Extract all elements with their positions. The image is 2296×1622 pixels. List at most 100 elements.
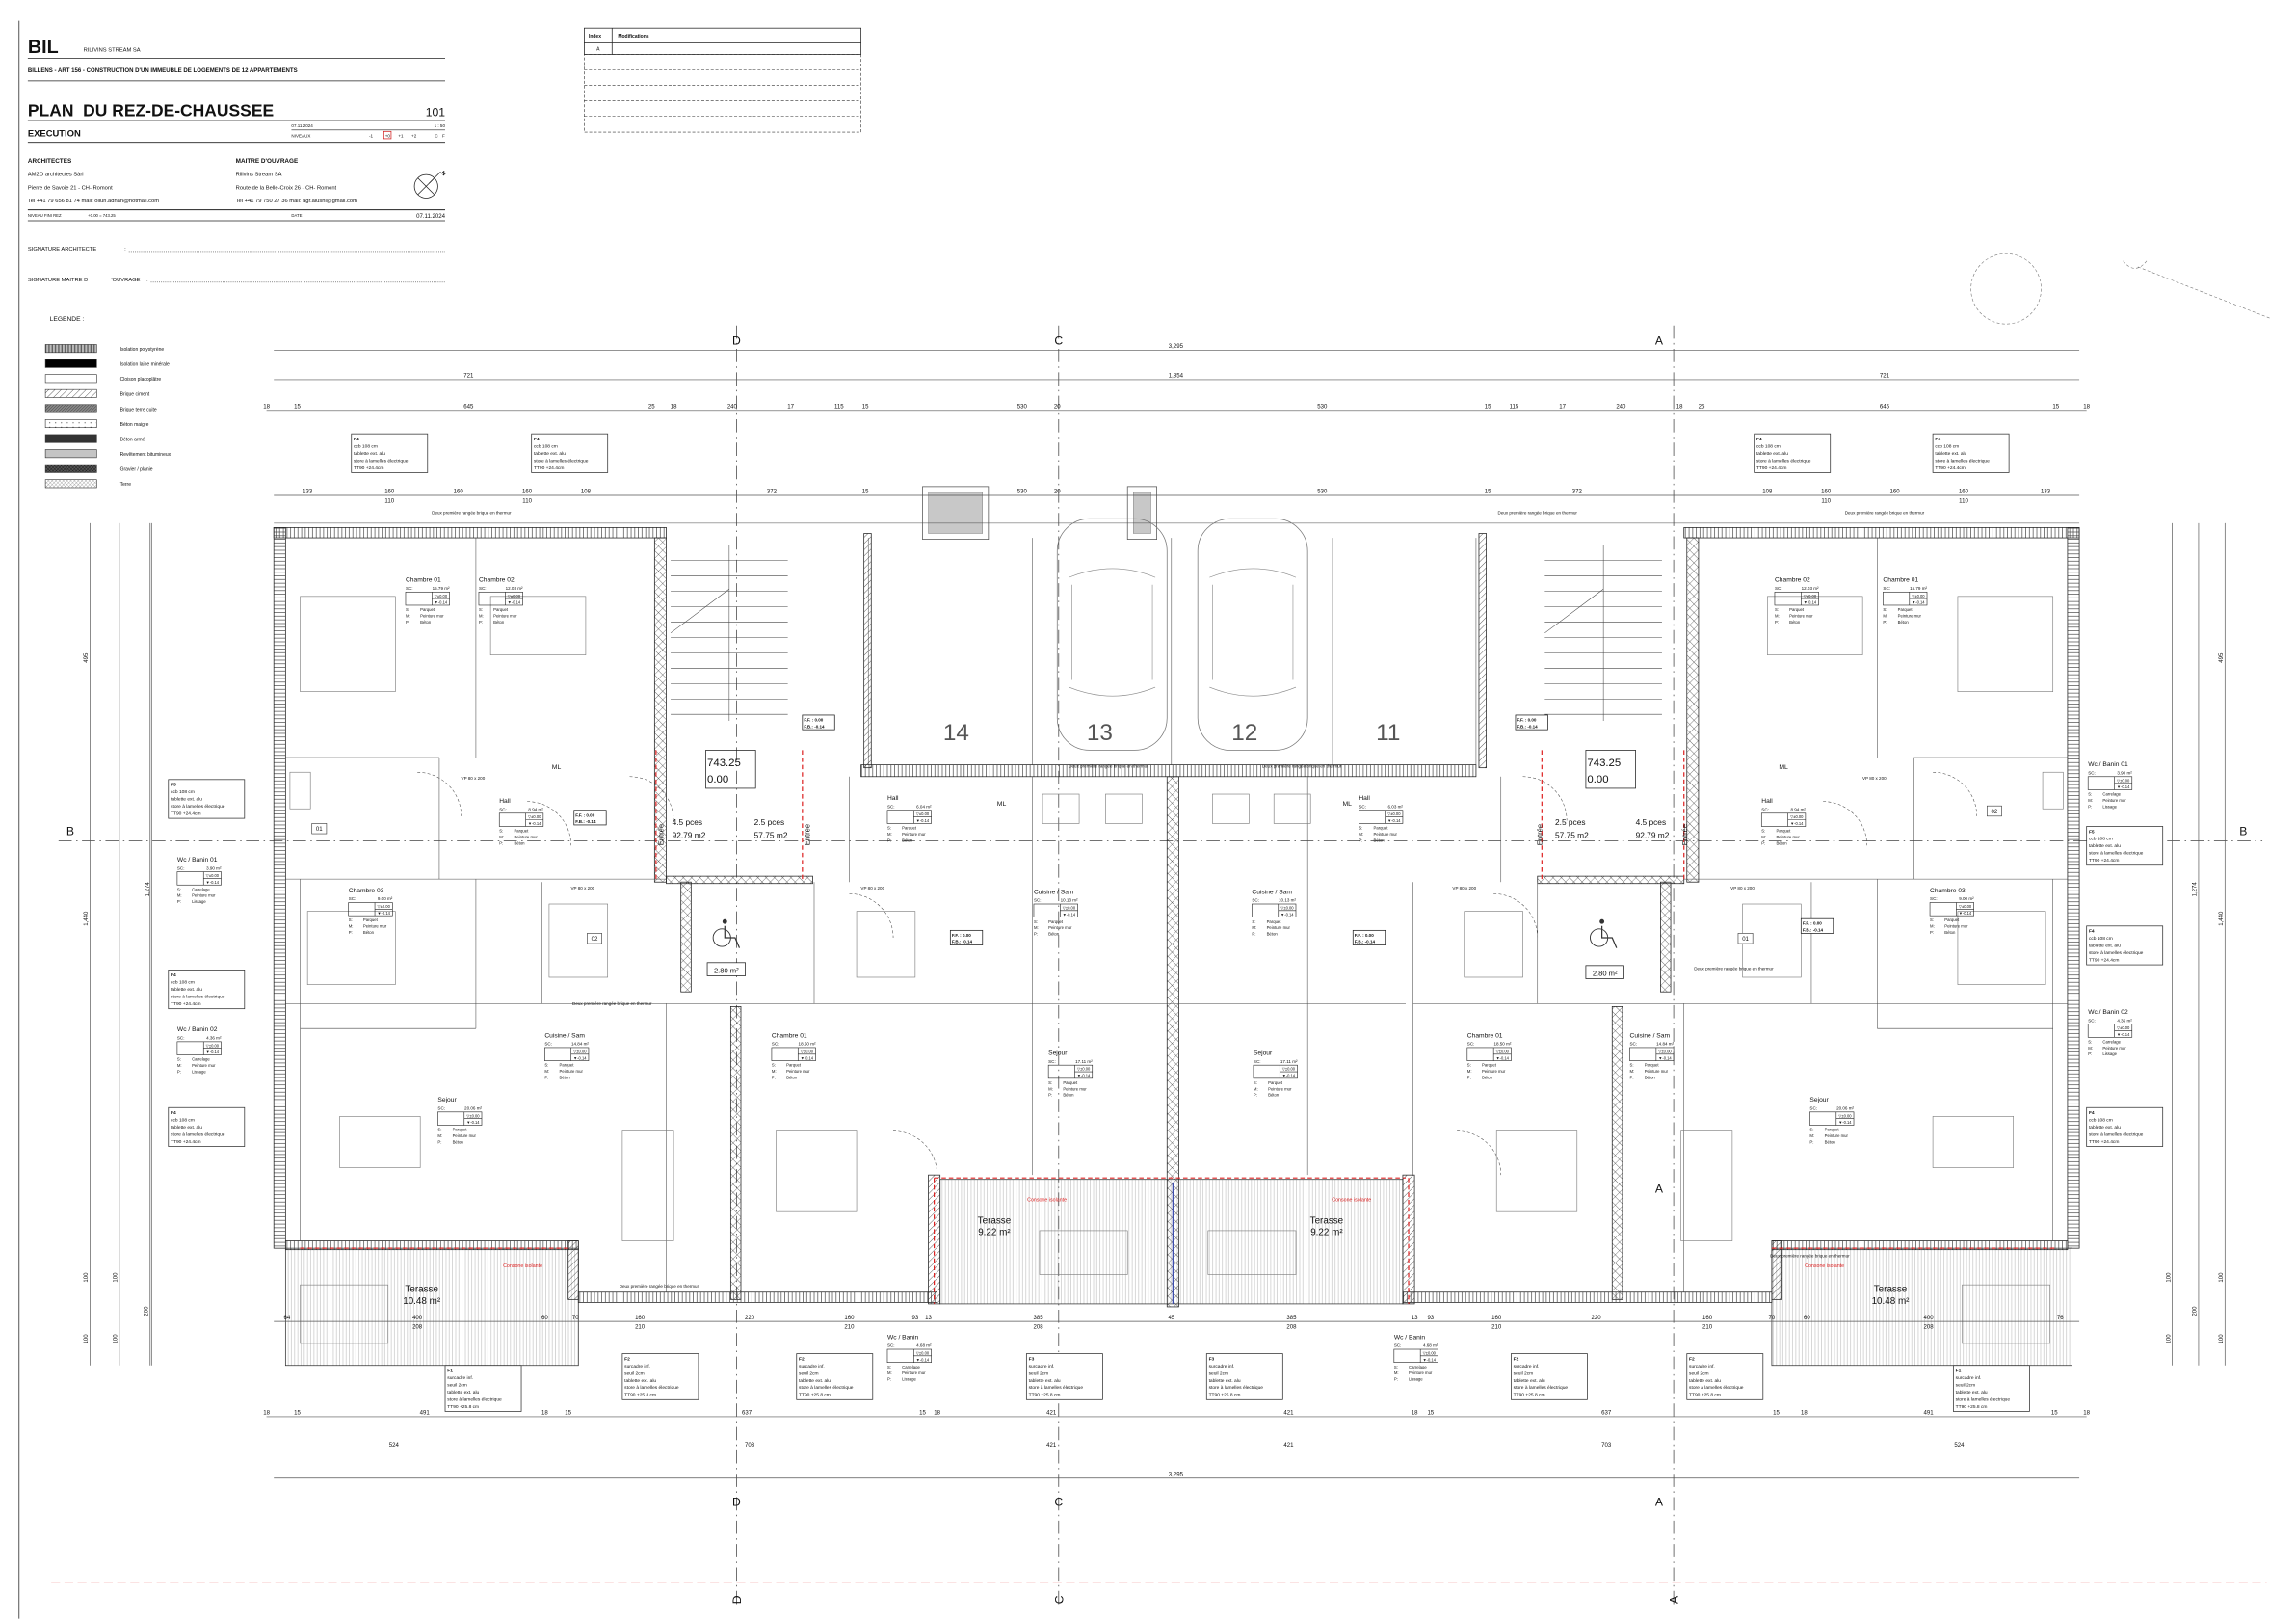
dimension-label: 160 bbox=[635, 1316, 646, 1321]
finish-value: Lissage bbox=[902, 1377, 916, 1382]
dimension-label: 20 bbox=[1054, 490, 1061, 495]
finish-value: Béton bbox=[420, 620, 432, 625]
window-type: F5 bbox=[171, 783, 176, 788]
terrace-area: 10.48 m² bbox=[403, 1296, 441, 1307]
dimension-label: 100 bbox=[2166, 1272, 2172, 1283]
window-spec: ccb 108 cm bbox=[2089, 936, 2113, 942]
furniture-item bbox=[1957, 911, 2046, 985]
finish-value: Béton bbox=[1268, 1093, 1280, 1098]
furniture-item bbox=[300, 596, 396, 692]
dimension-label: 530 bbox=[1017, 405, 1028, 411]
level-option[interactable]: +1 bbox=[398, 133, 404, 138]
finish-key: M: bbox=[1809, 1133, 1814, 1138]
axis-label-C: C bbox=[1052, 1595, 1066, 1604]
room-level-bottom: ▼-0.14 bbox=[206, 880, 220, 885]
floor-base: F.B.: -0.14 bbox=[952, 940, 973, 944]
axis-label-A: A bbox=[1655, 333, 1664, 347]
level-option[interactable]: +2 bbox=[411, 133, 417, 138]
room-level-bottom: ▼-0.14 bbox=[1790, 821, 1804, 826]
legend-label: Terre bbox=[120, 482, 132, 488]
window-tag-box bbox=[1932, 433, 2010, 473]
finish-value: Carrelage bbox=[2102, 1039, 2121, 1044]
legend-item: Cloison placoplâtre bbox=[44, 374, 161, 384]
door-swing bbox=[1823, 801, 1867, 846]
finish-key: M: bbox=[1359, 832, 1363, 837]
level-value: 0.00 bbox=[707, 774, 728, 785]
dimension-label: 160 bbox=[1890, 490, 1901, 495]
finish-key: M: bbox=[177, 1063, 182, 1068]
architects-name: AM2O architectes Sàrl bbox=[28, 173, 84, 178]
room-sc-label: SC: bbox=[772, 1042, 779, 1047]
door-swing bbox=[417, 771, 462, 816]
wc-area: 2.80 m² bbox=[1593, 969, 1618, 977]
owner-address: Route de la Belle-Croix 26 - CH- Romont bbox=[236, 185, 337, 191]
finish-value: Peinture mur bbox=[560, 1069, 584, 1074]
dimension-label: 1,440 bbox=[84, 911, 90, 926]
dimension-label: 15 bbox=[2051, 1411, 2058, 1417]
dimension-label: 18 bbox=[263, 405, 270, 411]
room-level-bottom: ▼-0.14 bbox=[466, 1120, 480, 1125]
room-area: 12.03 m² bbox=[506, 586, 523, 591]
room-sc-label: SC: bbox=[1883, 586, 1890, 591]
floor-mark-box bbox=[1515, 714, 1548, 731]
room-sc-label: SC: bbox=[1775, 586, 1782, 591]
window-spec: TT90 +24.4cm bbox=[171, 1001, 200, 1007]
consone-isolante-note: Consone isolante bbox=[1805, 1263, 1844, 1269]
terrace-name: Terasse bbox=[1310, 1215, 1344, 1226]
legend-label: Isolation polystyrène bbox=[120, 347, 165, 353]
room-tag-box bbox=[311, 823, 328, 835]
room-name: Sejour bbox=[1048, 1050, 1068, 1057]
window-tag-box bbox=[168, 970, 246, 1010]
dimension-label: 15 bbox=[919, 1411, 926, 1417]
finish-key: P: bbox=[1254, 1093, 1257, 1098]
axis-label-A: A bbox=[1668, 1595, 1681, 1604]
room-level-bottom: ▼-0.14 bbox=[1912, 600, 1925, 605]
furniture-item bbox=[1273, 793, 1311, 824]
finish-key: S: bbox=[1034, 919, 1038, 924]
finish-value: Peinture mur bbox=[514, 835, 538, 839]
room-sc-label: SC: bbox=[2088, 1018, 2096, 1023]
window-spec: surcadre inf. bbox=[624, 1364, 650, 1369]
dimension-label: 15 bbox=[565, 1411, 571, 1417]
window-spec: store à lamelles électrique bbox=[799, 1385, 854, 1391]
room-sc-label: SC: bbox=[1034, 898, 1042, 903]
finish-value: Parquet bbox=[1789, 607, 1805, 612]
dimension-label: 18 bbox=[1801, 1411, 1808, 1417]
finish-key: P: bbox=[1048, 1093, 1052, 1098]
window-type: F4 bbox=[171, 1110, 176, 1116]
finish-value: Peinture mur bbox=[1776, 835, 1800, 839]
stair-arrow bbox=[670, 589, 730, 634]
dimension-label: 18 bbox=[1412, 1411, 1418, 1417]
entry-label: Entrée bbox=[656, 824, 665, 845]
dimension-label: 15 bbox=[1485, 490, 1491, 495]
door-note: VP 80 x 200 bbox=[462, 776, 486, 781]
finish-value: Béton bbox=[1898, 620, 1910, 625]
window-spec: ccb 108 cm bbox=[171, 1118, 195, 1124]
legend-swatch bbox=[44, 449, 97, 459]
level-option[interactable]: +0 bbox=[385, 133, 391, 138]
wall bbox=[1611, 1006, 1623, 1300]
finish-value: Peinture mur bbox=[1048, 925, 1072, 930]
level-option[interactable]: -1 bbox=[369, 133, 374, 138]
window-spec: surcadre inf. bbox=[1689, 1364, 1715, 1369]
window-spec: tablette ext. alu bbox=[1956, 1390, 1988, 1396]
parking-space-number: 13 bbox=[1087, 720, 1113, 746]
room-name: Hall bbox=[887, 795, 899, 802]
finish-key: S: bbox=[1467, 1063, 1471, 1068]
window-spec: ccb 108 cm bbox=[534, 443, 558, 449]
room-level-top: ▽±0.00 bbox=[2117, 778, 2130, 783]
window-spec: tablette ext. alu bbox=[1209, 1378, 1241, 1384]
finish-key: P: bbox=[1761, 840, 1765, 845]
window-spec: ccb 108 cm bbox=[171, 789, 195, 795]
finish-key: S: bbox=[1761, 829, 1765, 834]
window-type: F1 bbox=[1956, 1369, 1962, 1374]
dimension-label: 160 bbox=[1821, 490, 1832, 495]
dimension-label: 421 bbox=[1283, 1443, 1294, 1449]
dimension-label: 110 bbox=[1821, 499, 1831, 505]
finish-value: Carrelage bbox=[192, 887, 210, 891]
dimension-label: 372 bbox=[767, 490, 778, 495]
window-spec: ccb 108 cm bbox=[1935, 443, 1959, 449]
